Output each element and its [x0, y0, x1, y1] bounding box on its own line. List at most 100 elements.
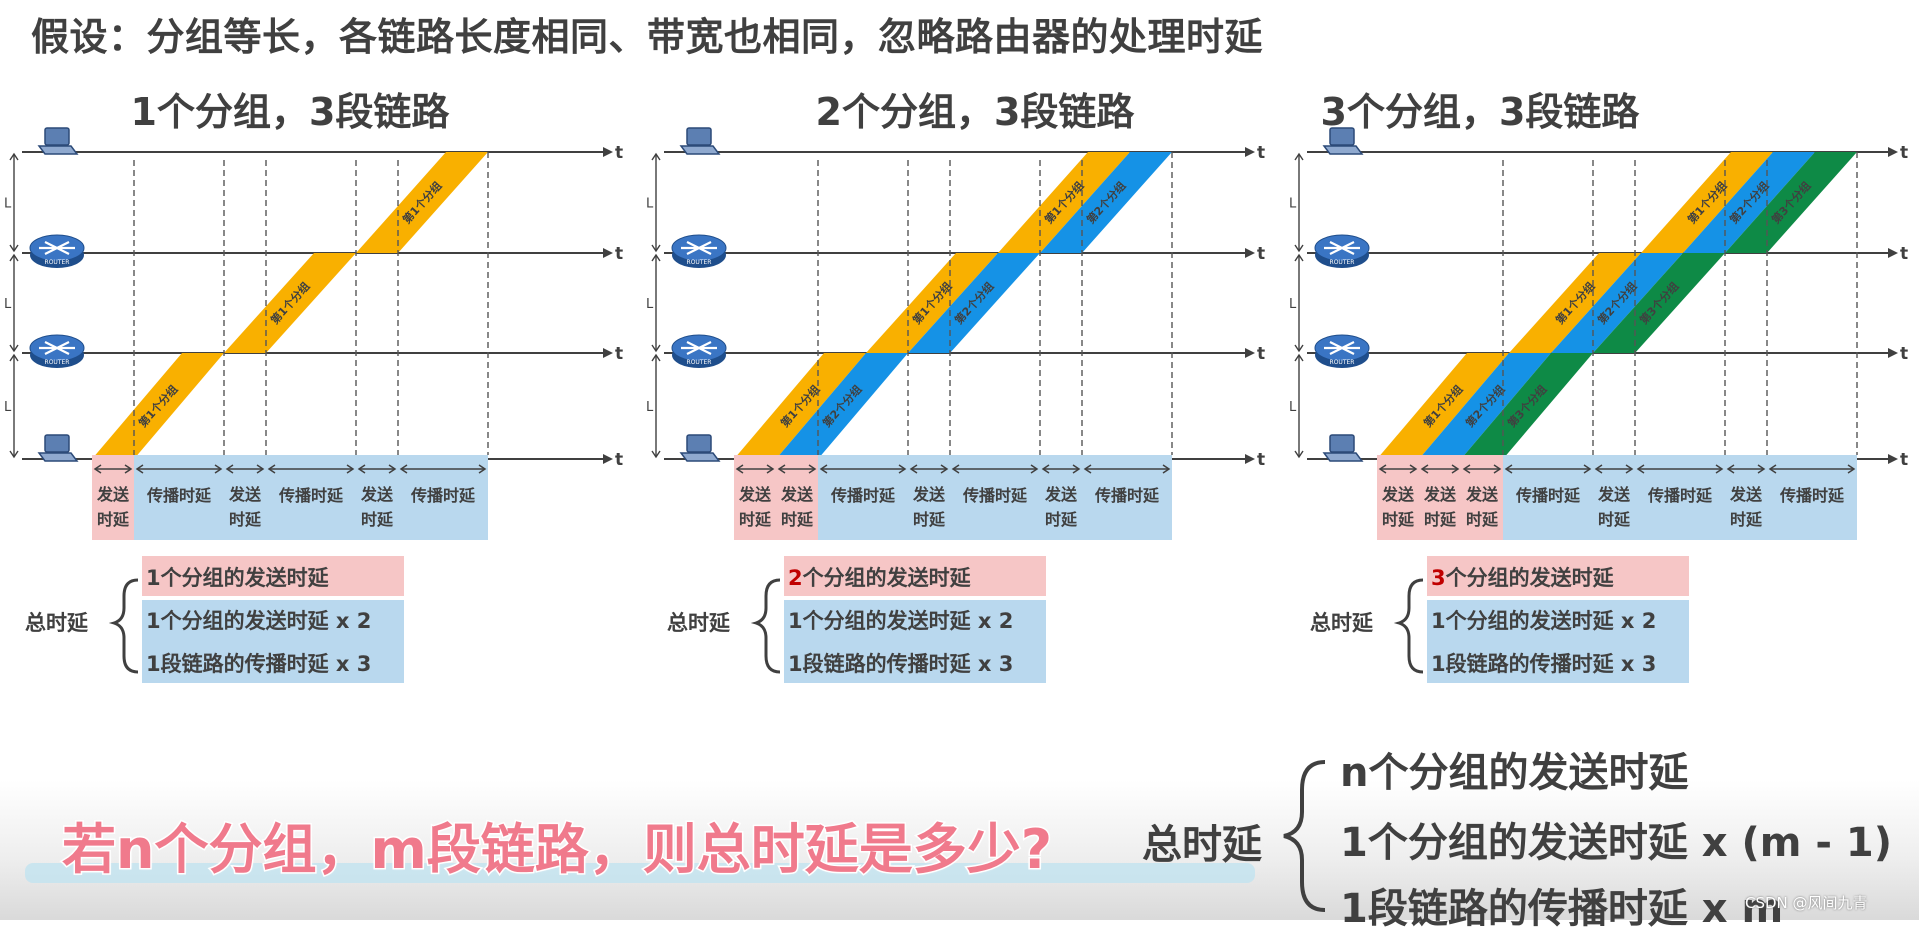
duration-arrow-heads [1594, 464, 1634, 474]
packet-count-highlight: 3 [1431, 566, 1446, 590]
packet-1-link-2 [1509, 253, 1641, 353]
link-length-label: L [1289, 400, 1297, 415]
axis-t-label: t [615, 344, 623, 364]
packet-1-link-3 [356, 152, 488, 253]
panel-2: 2个分组，3段链路LLLttttROUTERROUTER第1个分组第2个分组第1… [646, 90, 1265, 683]
formula-line-3: 1段链路的传播时延 x 3 [146, 652, 371, 676]
duration-arrow-heads [1504, 464, 1592, 474]
formula-line-transmit-box [142, 556, 404, 596]
question-text: 若n个分组，m段链路，则总时延是多少? [60, 817, 1053, 883]
question-highlight [25, 863, 1255, 883]
packet-1-link-1 [734, 353, 866, 459]
link-length-label: L [646, 197, 654, 212]
total-delay-label: 总时延 [1310, 611, 1374, 635]
transmit-delay-label-top: 发送 [1044, 485, 1078, 504]
axis-t-label: t [1900, 143, 1908, 163]
link-length-label: L [4, 400, 12, 415]
formula-line-1-rest: 个分组的发送时延 [803, 566, 972, 590]
duration-arrow-heads [819, 464, 907, 474]
axis-t-label: t [1900, 344, 1908, 364]
duration-arrow-heads [1636, 464, 1724, 474]
formula-line-transmit-box [1427, 556, 1689, 596]
transmit-delay-label-top: 发送 [1423, 485, 1457, 504]
router-label: ROUTER [45, 359, 70, 366]
transmit-delay-label-bottom: 时延 [739, 510, 772, 529]
laptop-icon [44, 434, 70, 453]
panel-title: 1个分组，3段链路 [131, 90, 451, 134]
propagation-delay-label: 传播时延 [1779, 486, 1845, 505]
packet-2-link-3 [1683, 152, 1815, 253]
transmit-delay-label-top: 发送 [780, 485, 814, 504]
duration-arrow-heads [1726, 464, 1766, 474]
total-delay-label: 总时延 [667, 611, 731, 635]
axis-t-label: t [1257, 143, 1265, 163]
laptop-icon [686, 434, 712, 453]
duration-arrow-heads [951, 464, 1039, 474]
packet-2-link-1 [1419, 353, 1551, 459]
packet-1-link-3 [1641, 152, 1773, 253]
brace-icon [750, 578, 781, 674]
axis-t-label: t [1257, 244, 1265, 264]
laptop-keyboard [1322, 452, 1364, 462]
axis-t-label: t [615, 450, 623, 470]
propagation-delay-label: 传播时延 [410, 486, 476, 505]
brace-icon [108, 578, 139, 674]
packet-1-link-3 [998, 152, 1130, 253]
duration-arrow-heads [909, 464, 949, 474]
laptop-icon [44, 127, 70, 146]
transmit-delay-label-top: 发送 [1597, 485, 1631, 504]
laptop-icon [1329, 434, 1355, 453]
propagation-delay-label: 传播时延 [1094, 486, 1160, 505]
bracket-arrows [9, 353, 19, 459]
router-label: ROUTER [45, 259, 70, 266]
duration-arrow-heads [399, 464, 487, 474]
formula-line-1: 1个分组的发送时延 [146, 566, 330, 590]
transmit-delay-label-bottom: 时延 [1045, 510, 1078, 529]
transmit-delay-label-bottom: 时延 [781, 510, 814, 529]
axis-t-label: t [1900, 450, 1908, 470]
duration-arrow-heads [267, 464, 355, 474]
assumption-text: 假设：分组等长，各链路长度相同、带宽也相同，忽略路由器的处理时延 [31, 15, 1264, 59]
duration-arrow-heads [777, 464, 817, 474]
bracket-arrows [1294, 152, 1304, 253]
router-arrows [39, 341, 75, 355]
duration-arrow-heads [225, 464, 265, 474]
formula-line-2: 1个分组的发送时延 x 2 [1431, 609, 1656, 633]
packet-2-link-3 [1040, 152, 1172, 253]
axis-arrow [1245, 348, 1255, 358]
general-line-transmit-n: n个分组的发送时延 [1340, 750, 1689, 796]
duration-arrow-heads [1420, 464, 1460, 474]
bracket-arrows [1294, 353, 1304, 459]
duration-arrow-heads [1083, 464, 1171, 474]
router-arrows [1324, 241, 1360, 255]
propagation-delay-label: 传播时延 [146, 486, 212, 505]
link-length-label: L [4, 197, 12, 212]
general-line-transmit-m: 1个分组的发送时延 x (m - 1) [1340, 820, 1893, 866]
watermark: CSDN @风间九青 [1745, 894, 1868, 912]
link-length-label: L [646, 297, 654, 312]
general-total-delay-label: 总时延 [1142, 822, 1262, 868]
packet-count-highlight: 1 [146, 566, 161, 590]
router-arrows [1324, 341, 1360, 355]
axis-arrow [1888, 348, 1898, 358]
axis-t-label: t [615, 244, 623, 264]
axis-arrow [603, 248, 613, 258]
packet-1-link-2 [224, 253, 356, 353]
transmit-delay-label-bottom: 时延 [1730, 510, 1763, 529]
propagation-delay-label: 传播时延 [830, 486, 896, 505]
packet-1-link-1 [92, 353, 224, 459]
propagation-delay-label: 传播时延 [962, 486, 1028, 505]
link-length-label: L [4, 297, 12, 312]
transmit-delay-label-top: 发送 [912, 485, 946, 504]
transmit-delay-label-top: 发送 [1729, 485, 1763, 504]
packet-count-highlight: 2 [788, 566, 803, 590]
axis-arrow [1888, 454, 1898, 464]
transmit-delay-label-top: 发送 [228, 485, 262, 504]
axis-arrow [1888, 248, 1898, 258]
link-length-label: L [1289, 197, 1297, 212]
axis-arrow [1888, 147, 1898, 157]
bracket-arrows [9, 253, 19, 353]
link-length-label: L [646, 400, 654, 415]
brace-icon [1393, 578, 1424, 674]
